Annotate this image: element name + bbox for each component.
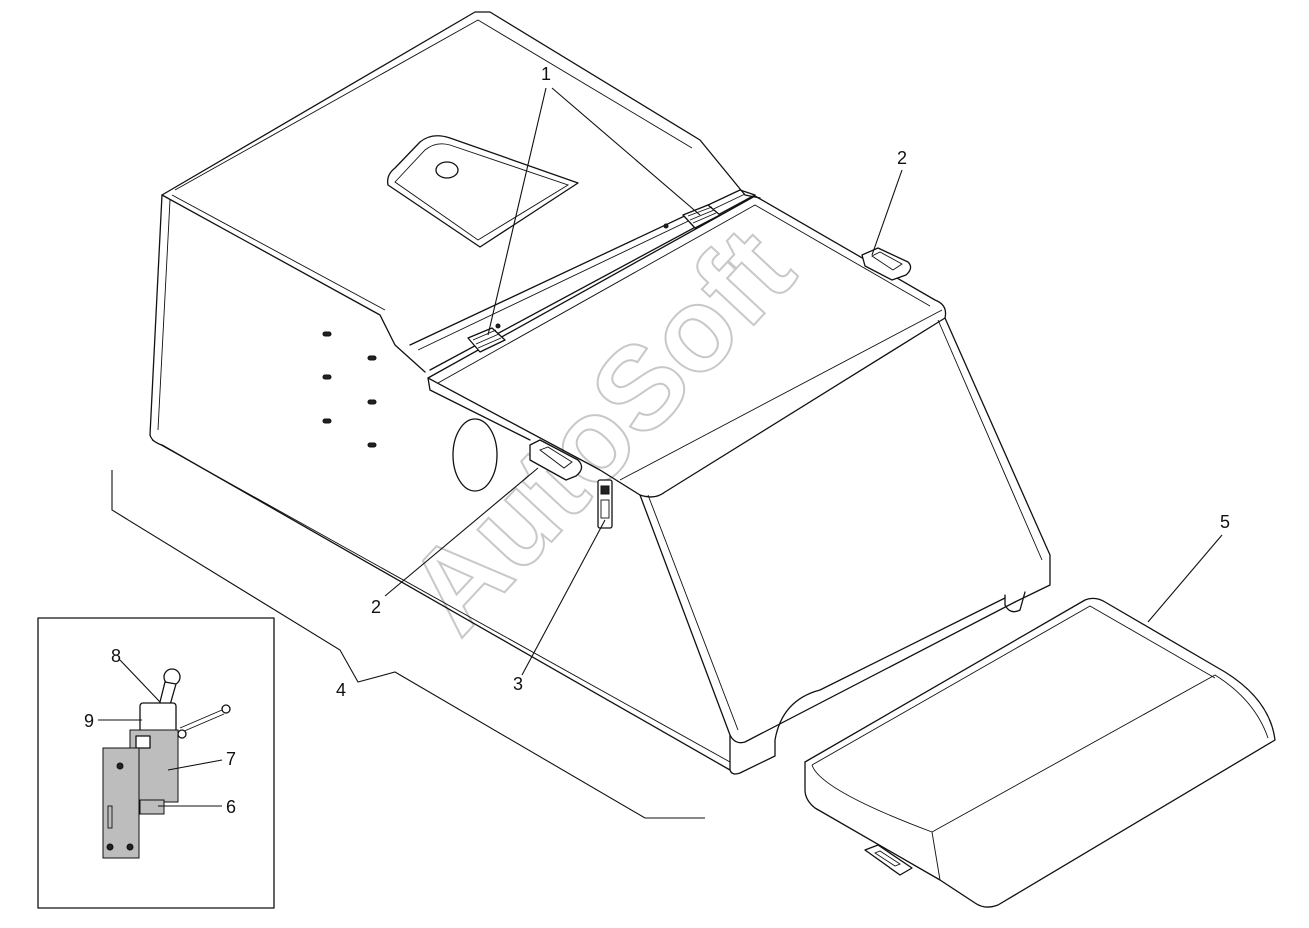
callout-8: 8 — [111, 646, 121, 666]
housing-body — [149, 11, 761, 771]
vent-slots — [322, 331, 377, 448]
callouts: 1 2 2 3 4 5 6 7 8 9 — [84, 64, 1230, 817]
handle-front — [529, 439, 583, 481]
inset-frame — [37, 617, 275, 909]
cover-panel — [804, 597, 1276, 908]
callout-3: 3 — [513, 674, 523, 694]
callout-1: 1 — [541, 64, 551, 84]
callout-6: 6 — [226, 797, 236, 817]
detail-inset — [37, 617, 275, 909]
callout-5: 5 — [1220, 512, 1230, 532]
side-opening — [452, 418, 498, 492]
limit-switch — [102, 668, 231, 859]
watermark: AutoSoft — [382, 203, 818, 657]
handle-right — [861, 247, 912, 281]
window-knob — [435, 161, 459, 179]
hinge-lower — [467, 327, 506, 353]
latch — [597, 479, 613, 529]
callout-2-front: 2 — [371, 597, 381, 617]
callout-4: 4 — [336, 680, 346, 700]
leader-lines — [98, 87, 1223, 819]
callout-9: 9 — [84, 711, 94, 731]
hinge-upper — [682, 204, 721, 229]
callout-7: 7 — [226, 749, 236, 769]
front-cover — [427, 195, 1051, 775]
callout-2-right: 2 — [897, 148, 907, 168]
